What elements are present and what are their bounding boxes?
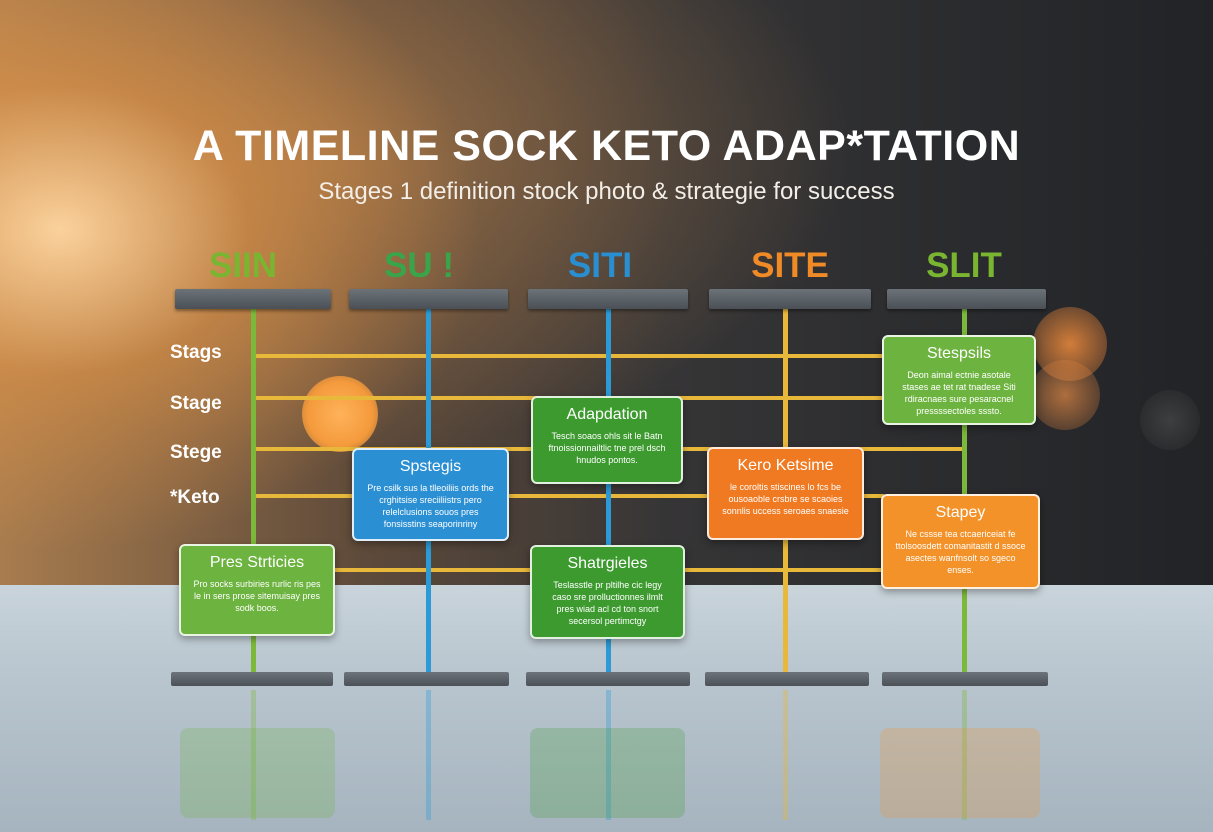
card-body: Ne cssse tea ctcaericeiat fe ttolsoosdet… [895, 529, 1026, 575]
column-label: SU ! [384, 246, 454, 285]
bokeh-light-orange [302, 376, 378, 452]
row-label: Stege [170, 442, 222, 463]
column-label: SLIT [926, 246, 1002, 285]
timeline-rail [255, 494, 885, 498]
bokeh-light-far-right [1140, 390, 1200, 450]
card-body: Pro socks surbiries rurlic ris pes le in… [193, 579, 321, 613]
card-body: Teslasstle pr pltilhe cic legy caso sre … [552, 580, 663, 626]
card-body: Deon aimal ectnie asotale stases ae tet … [902, 370, 1016, 416]
post-reflection [962, 690, 967, 820]
card-body: Pre csilk sus la tlleoiliis ords the crg… [367, 483, 494, 529]
row-label: Stags [170, 342, 222, 363]
column-header-plank [175, 289, 331, 309]
timeline-post [251, 309, 256, 673]
page-title: A TIMELINE SOCK KETO ADAP*TATION [192, 122, 1021, 170]
strategy-card: Adapdation Tesch soaos ohls sit le Batn … [531, 396, 683, 484]
strategy-card: Stapey Ne cssse tea ctcaericeiat fe ttol… [881, 494, 1040, 589]
column-label: SIIN [208, 246, 278, 285]
card-reflection [880, 728, 1040, 818]
timeline-rail [255, 354, 885, 358]
card-title: Pres Strticies [209, 554, 305, 571]
column-label: SITE [751, 246, 829, 285]
strategy-card: Shatrgieles Teslasstle pr pltilhe cic le… [530, 545, 685, 639]
post-reflection [251, 690, 256, 820]
card-title: Shatrgieles [567, 555, 648, 572]
page-subtitle: Stages 1 definition stock photo & strate… [318, 178, 895, 205]
column-header-plank [887, 289, 1046, 309]
column-base-plank [882, 672, 1048, 686]
card-reflection [180, 728, 335, 818]
column-header-plank [709, 289, 871, 309]
column-base-plank [171, 672, 333, 686]
card-title: Kero Ketsime [737, 457, 834, 474]
strategy-card: Pres Strticies Pro socks surbiries rurli… [179, 544, 335, 636]
post-reflection [783, 690, 788, 820]
column-header-plank [528, 289, 688, 309]
post-reflection [426, 690, 431, 820]
column-label: SITI [567, 246, 633, 285]
card-title: Stespsils [926, 345, 992, 362]
strategy-card: Spstegis Pre csilk sus la tlleoiliis ord… [352, 448, 509, 541]
card-reflection [530, 728, 685, 818]
card-body: le coroltis stiscines lo fcs be ousoaobl… [722, 482, 849, 516]
row-label: *Keto [170, 487, 220, 508]
bokeh-light-right [1030, 360, 1100, 430]
column-header-plank [349, 289, 508, 309]
column-base-plank [705, 672, 869, 686]
timeline-post [606, 309, 611, 673]
strategy-card: Stespsils Deon aimal ectnie asotale stas… [882, 335, 1036, 425]
column-base-plank [526, 672, 690, 686]
card-title: Adapdation [566, 406, 648, 423]
column-base-plank [344, 672, 509, 686]
card-title: Spstegis [399, 458, 462, 475]
post-reflection [606, 690, 611, 820]
row-label: Stage [170, 393, 222, 414]
strategy-card: Kero Ketsime le coroltis stiscines lo fc… [707, 447, 864, 540]
card-body: Tesch soaos ohls sit le Batn ftnoissionn… [548, 431, 666, 465]
timeline-post [962, 309, 967, 673]
card-title: Stapey [935, 504, 986, 521]
